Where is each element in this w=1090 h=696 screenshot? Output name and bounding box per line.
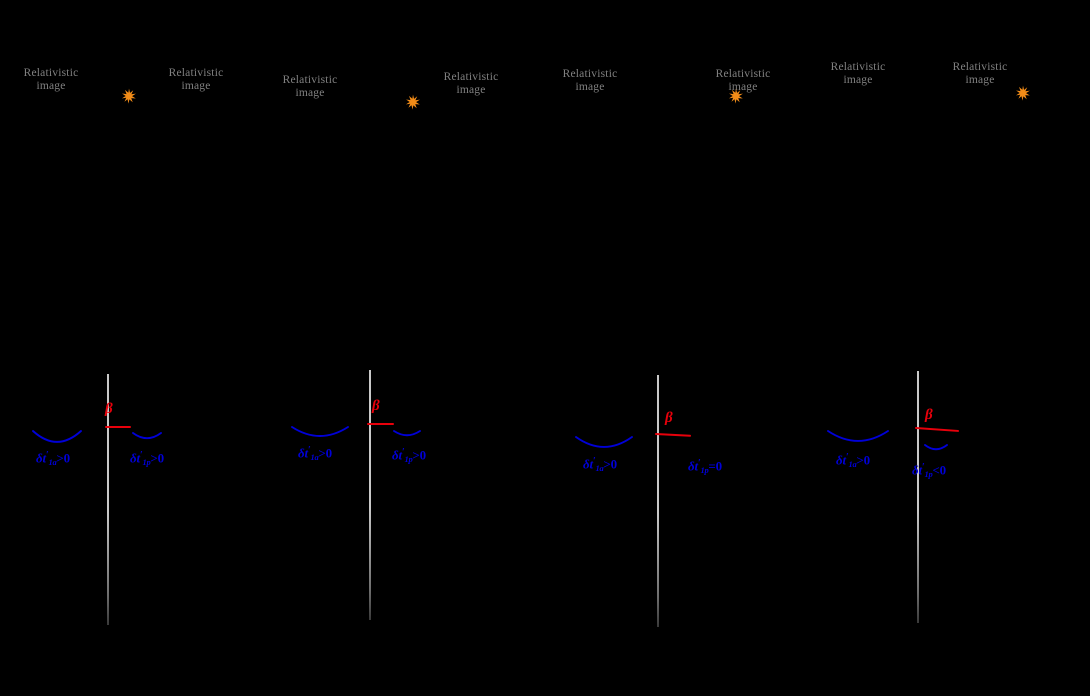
delta-t-symbol: δt — [392, 447, 402, 463]
star-icon — [1015, 85, 1031, 101]
delta-t-label-right: δt′1p=0 — [688, 458, 722, 475]
vertical-axis-line — [657, 375, 659, 627]
relativistic-image-caption: Relativistic image — [830, 61, 886, 86]
delta-t-relation: >0 — [856, 452, 870, 468]
delta-t-symbol: δt — [912, 462, 922, 478]
delta-t-symbol: δt — [298, 445, 308, 461]
beta-label: β — [925, 407, 933, 423]
relativistic-image-caption: Relativistic image — [715, 68, 771, 93]
vertical-axis-line — [369, 370, 371, 620]
delta-t-symbol: δt — [688, 458, 698, 474]
light-bending-arc-left — [32, 430, 82, 446]
light-bending-arc-left — [827, 430, 889, 445]
delta-t-label-right: δt′1p<0 — [912, 462, 946, 479]
relativistic-image-caption: Relativistic image — [168, 67, 224, 92]
delta-t-subscript: 1a — [848, 458, 857, 469]
delta-t-prime: ′ — [592, 456, 596, 467]
relativistic-image-caption: Relativistic image — [562, 68, 618, 93]
relativistic-image-caption: Relativistic image — [952, 61, 1008, 86]
delta-t-label-left: δt′1a>0 — [836, 452, 870, 469]
delta-t-subscript: 1p — [404, 453, 413, 464]
beta-velocity-arrow — [367, 423, 397, 428]
delta-t-label-left: δt′1a>0 — [298, 445, 332, 462]
delta-t-prime: ′ — [697, 458, 701, 469]
relativistic-image-caption: Relativistic image — [443, 71, 499, 96]
relativistic-image-caption: Relativistic image — [282, 74, 338, 99]
delta-t-label-left: δt′1a>0 — [36, 450, 70, 467]
delta-t-subscript: 1a — [310, 451, 319, 462]
delta-t-prime: ′ — [401, 447, 405, 458]
delta-t-subscript: 1a — [595, 462, 604, 473]
delta-t-prime: ′ — [307, 445, 311, 456]
delta-t-relation: >0 — [603, 456, 617, 472]
delta-t-relation: <0 — [932, 462, 946, 478]
delta-t-subscript: 1p — [700, 464, 709, 475]
delta-t-symbol: δt — [836, 452, 846, 468]
delta-t-relation: =0 — [708, 458, 722, 474]
beta-label: β — [105, 401, 113, 417]
light-bending-arc-left — [291, 426, 349, 440]
delta-t-symbol: δt — [130, 450, 140, 466]
delta-t-prime: ′ — [139, 450, 143, 461]
vertical-axis-line — [917, 371, 919, 623]
delta-t-subscript: 1p — [142, 456, 151, 467]
star-icon — [405, 94, 421, 110]
light-bending-arc-right — [924, 444, 948, 453]
star-icon — [728, 88, 744, 104]
delta-t-relation: >0 — [318, 445, 332, 461]
beta-velocity-arrow — [915, 427, 962, 434]
beta-velocity-arrow — [105, 426, 134, 431]
delta-t-subscript: 1a — [48, 456, 57, 467]
delta-t-label-right: δt′1p>0 — [392, 447, 426, 464]
delta-t-relation: >0 — [150, 450, 164, 466]
delta-t-subscript: 1p — [924, 468, 933, 479]
delta-t-label-right: δt′1p>0 — [130, 450, 164, 467]
delta-t-symbol: δt — [36, 450, 46, 466]
vertical-axis-line — [107, 374, 109, 625]
delta-t-prime: ′ — [921, 462, 925, 473]
beta-label: β — [372, 398, 380, 414]
delta-t-relation: >0 — [56, 450, 70, 466]
star-icon — [121, 88, 137, 104]
beta-label: β — [665, 410, 673, 426]
light-bending-arc-right — [132, 432, 162, 442]
delta-t-prime: ′ — [845, 452, 849, 463]
light-bending-arc-left — [575, 436, 633, 451]
light-bending-arc-right — [393, 430, 421, 439]
delta-t-symbol: δt — [583, 456, 593, 472]
delta-t-relation: >0 — [412, 447, 426, 463]
beta-velocity-arrow — [655, 433, 694, 439]
delta-t-prime: ′ — [45, 450, 49, 461]
relativistic-image-caption: Relativistic image — [23, 67, 79, 92]
delta-t-label-left: δt′1a>0 — [583, 456, 617, 473]
